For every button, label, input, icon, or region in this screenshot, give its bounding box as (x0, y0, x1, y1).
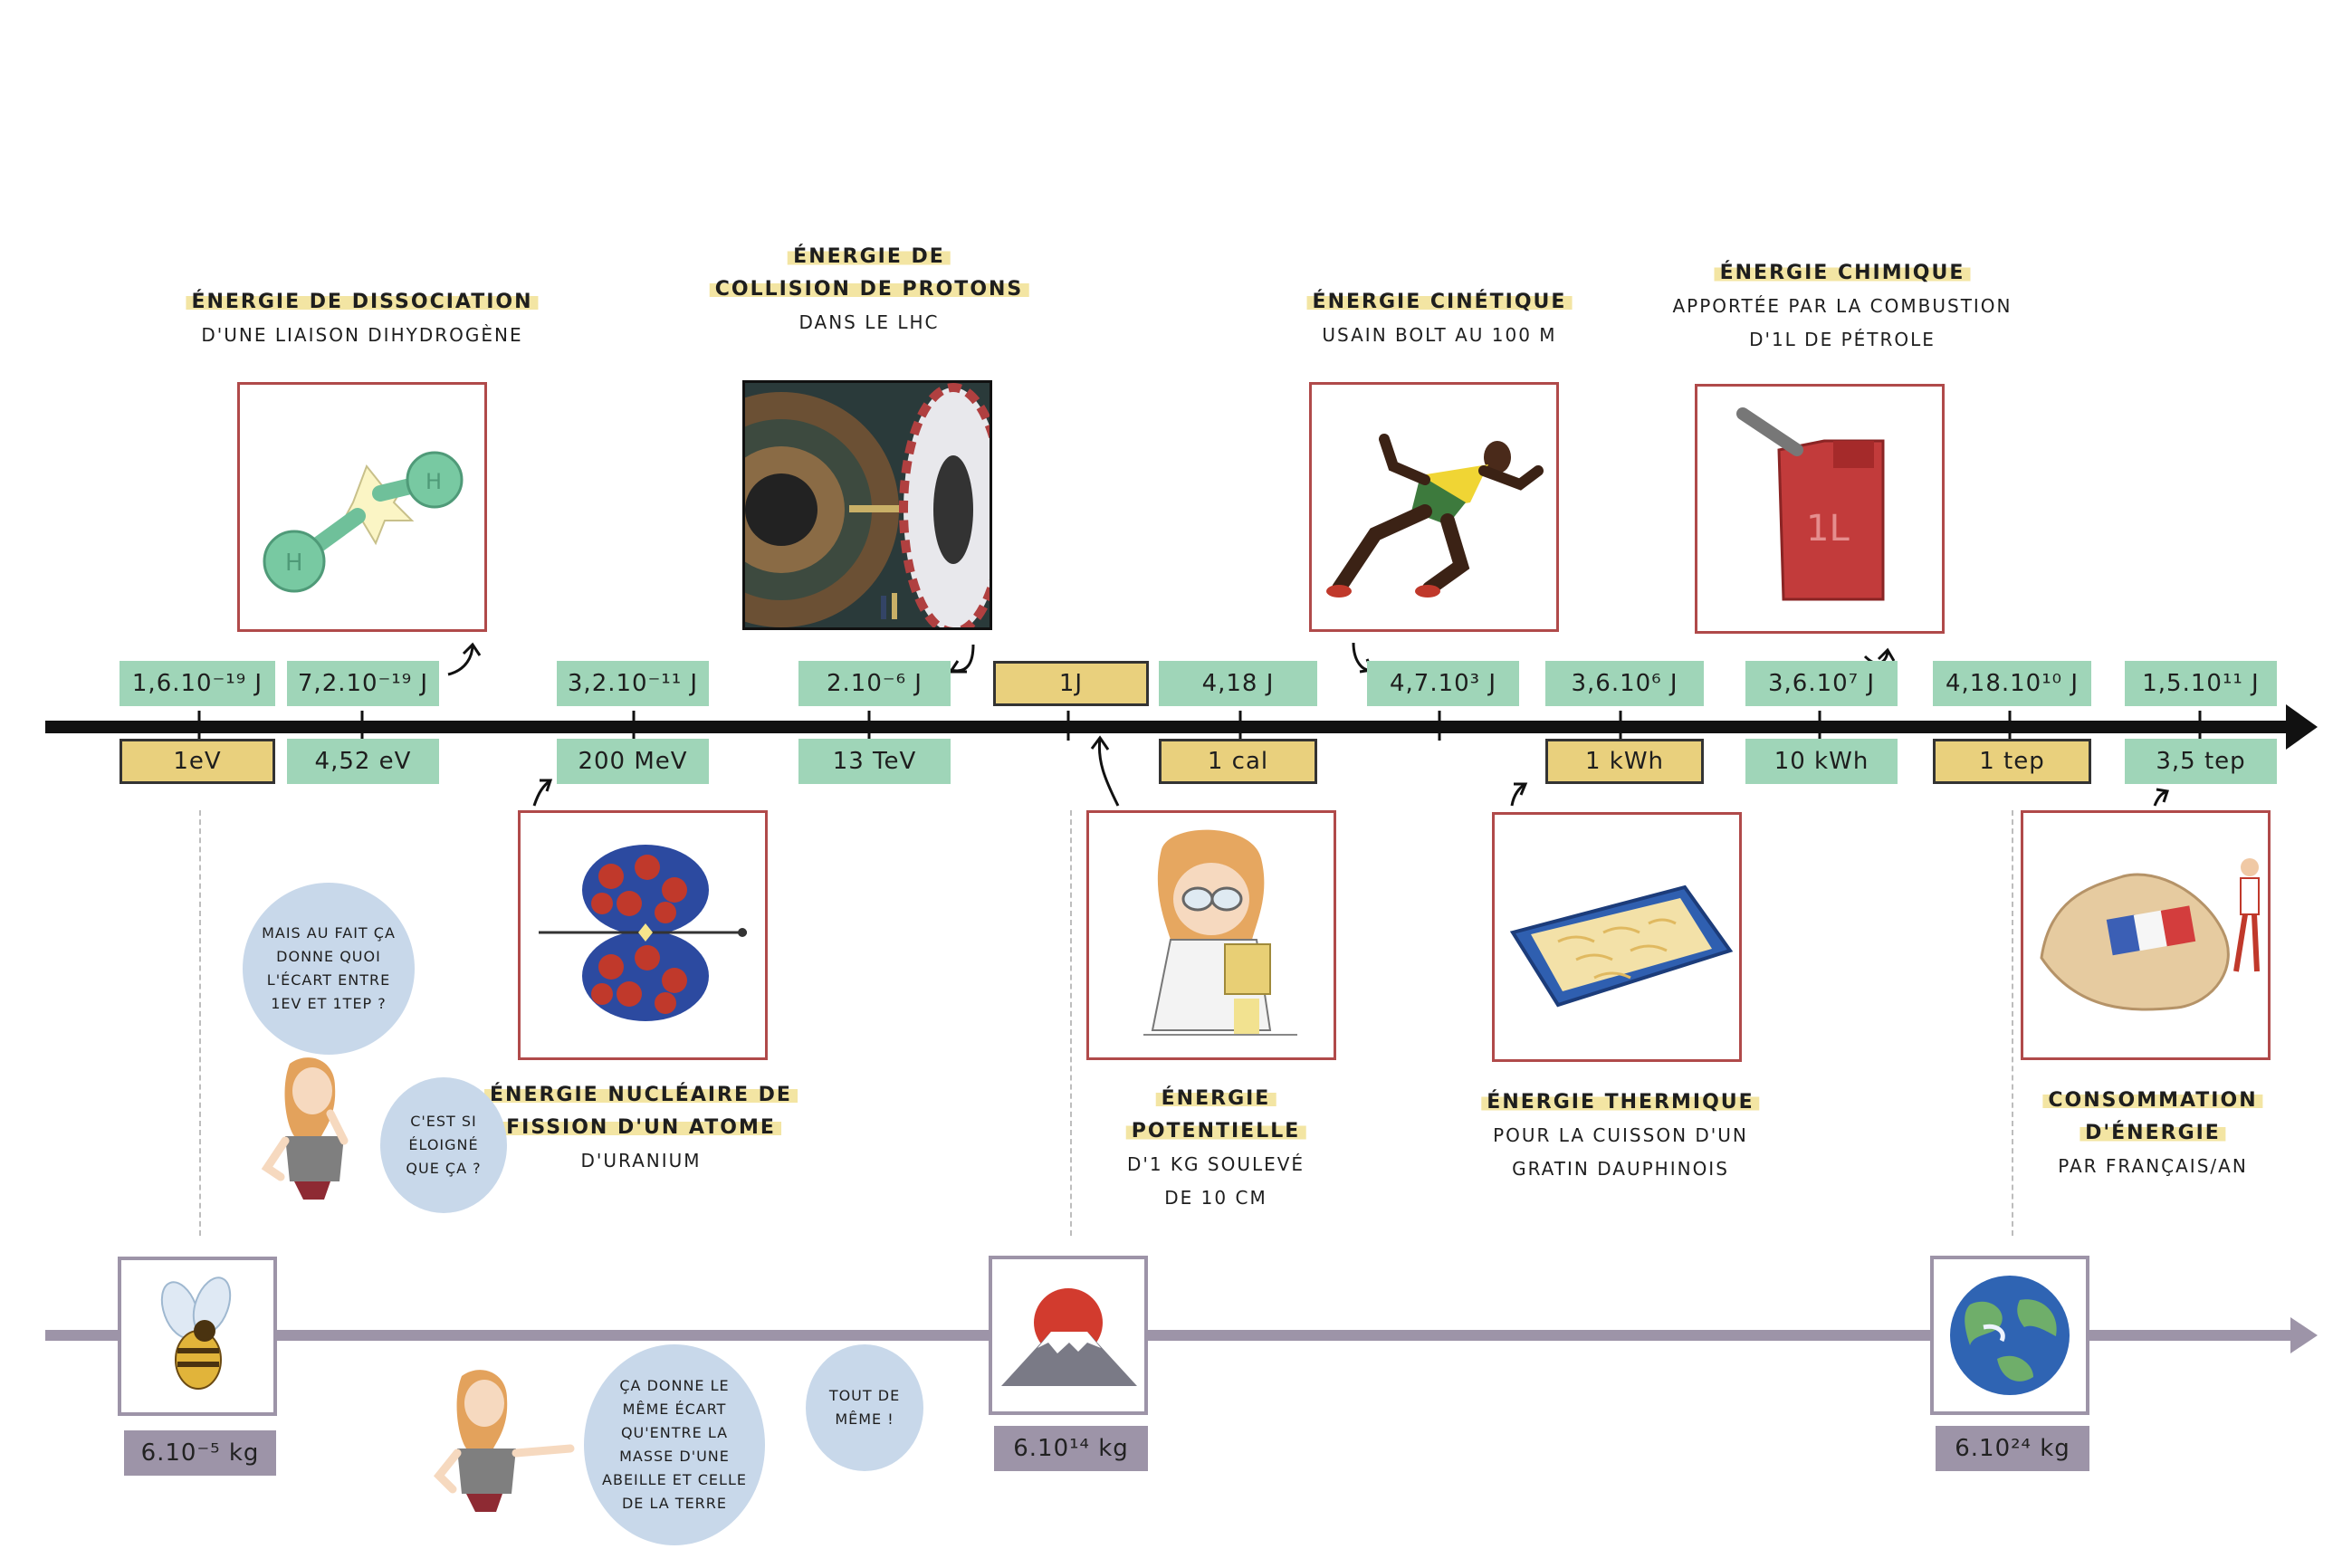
mass-axis-arrow (2290, 1317, 2318, 1353)
label-joule-cal: 4,18 J (1159, 661, 1317, 706)
hydrogen-molecule-icon: H H (263, 451, 464, 593)
title-kinetic: Énergie cinétiqueUsain Bolt au 100 m (1306, 286, 1573, 352)
reaction-bubble: C'est si éloigné que ça ? (380, 1077, 507, 1213)
lhc-detector-icon (664, 383, 1008, 636)
frame-thermal (1492, 812, 1742, 1062)
guide-tep-earth (2012, 810, 2013, 1236)
question-bubble: Mais au fait ça donne quoi l'écart entre… (243, 883, 415, 1055)
bee-icon (160, 1276, 232, 1390)
jerrycan-icon: 1L (1736, 407, 1885, 601)
title-dissociation: Énergie de dissociationd'une liaison dih… (186, 286, 539, 352)
label-unit-dissociation: 4,52 eV (287, 739, 439, 784)
label-joule-tep: 4,18.10¹⁰ J (1933, 661, 2091, 706)
label-joule-kinetic: 4,7.10³ J (1367, 661, 1519, 706)
label-joule-chemical: 3,6.10⁷ J (1745, 661, 1898, 706)
label-unit-consumption: 3,5 tep (2125, 739, 2277, 784)
label-joule-1J: 1J (993, 661, 1149, 706)
label-unit-cal: 1 cal (1159, 739, 1317, 784)
guide-J-fuji (1070, 810, 1072, 1236)
svg-text:H: H (425, 469, 442, 494)
scientist-icon (1143, 829, 1297, 1036)
label-unit-eV: 1eV (120, 739, 275, 784)
label-unit-chemical: 10 kWh (1745, 739, 1898, 784)
label-unit-kWh: 1 kWh (1545, 739, 1704, 784)
title-consumption: Consommationd'énergiepar français/an (2042, 1085, 2263, 1183)
sprinter-icon (1326, 434, 1544, 598)
frame-lhc (664, 380, 1008, 636)
energy-axis-arrow (2286, 704, 2318, 750)
title-lhc: Énergie decollision de protonsdans le LH… (709, 241, 1029, 339)
label-mass-bee: 6.10⁻⁵ kg (124, 1430, 276, 1476)
label-mass-fuji: 6.10¹⁴ kg (994, 1426, 1148, 1471)
label-joule-consumption: 1,5.10¹¹ J (2125, 661, 2277, 706)
label-joule-1eV: 1,6.10⁻¹⁹ J (120, 661, 275, 706)
frame-kinetic (1309, 382, 1559, 632)
title-nuclear: Énergie nucléaire defission d'un atomed'… (484, 1079, 798, 1178)
character-icon (433, 1370, 575, 1512)
label-unit-lhc: 13 TeV (798, 739, 951, 784)
frame-bee (118, 1257, 277, 1416)
frame-earth (1930, 1256, 2089, 1415)
svg-text:1L: 1L (1806, 508, 1850, 550)
frame-consumption (2021, 810, 2271, 1060)
gratin-dish-icon (1509, 884, 1734, 1008)
title-thermal: Énergie thermiquepour la cuisson d'ungra… (1481, 1086, 1760, 1186)
france-map-icon (2040, 858, 2260, 1011)
label-unit-tep: 1 tep (1933, 739, 2091, 784)
label-joule-dissociation: 7,2.10⁻¹⁹ J (287, 661, 439, 706)
uranium-nucleus-icon (539, 845, 747, 1021)
answer-bubble: ça donne le même écart qu'entre la masse… (584, 1344, 765, 1545)
character-icon (261, 1057, 349, 1200)
label-joule-lhc: 2.10⁻⁶ J (798, 661, 951, 706)
svg-text:H: H (285, 550, 303, 577)
frame-potential (1086, 810, 1336, 1060)
label-mass-earth: 6.10²⁴ kg (1936, 1426, 2089, 1471)
frame-fuji (989, 1256, 1148, 1415)
label-unit-nuclear: 200 MeV (557, 739, 709, 784)
earth-icon (1950, 1276, 2070, 1395)
guide-eV-bee (199, 810, 201, 1236)
label-joule-nuclear: 3,2.10⁻¹¹ J (557, 661, 709, 706)
frame-nuclear (518, 810, 768, 1060)
frame-chemical: 1L (1695, 384, 1945, 634)
exclamation-bubble: Tout de même ! (806, 1344, 923, 1471)
title-chemical: Énergie chimiqueapportée par la combusti… (1672, 262, 2013, 350)
label-joule-thermal: 3,6.10⁶ J (1545, 661, 1704, 706)
title-potential: Énergiepotentielled'1 kg soulevéde 10 cm (1125, 1087, 1306, 1209)
frame-dissociation: H H (237, 382, 487, 632)
mount-fuji-icon (1001, 1288, 1137, 1386)
